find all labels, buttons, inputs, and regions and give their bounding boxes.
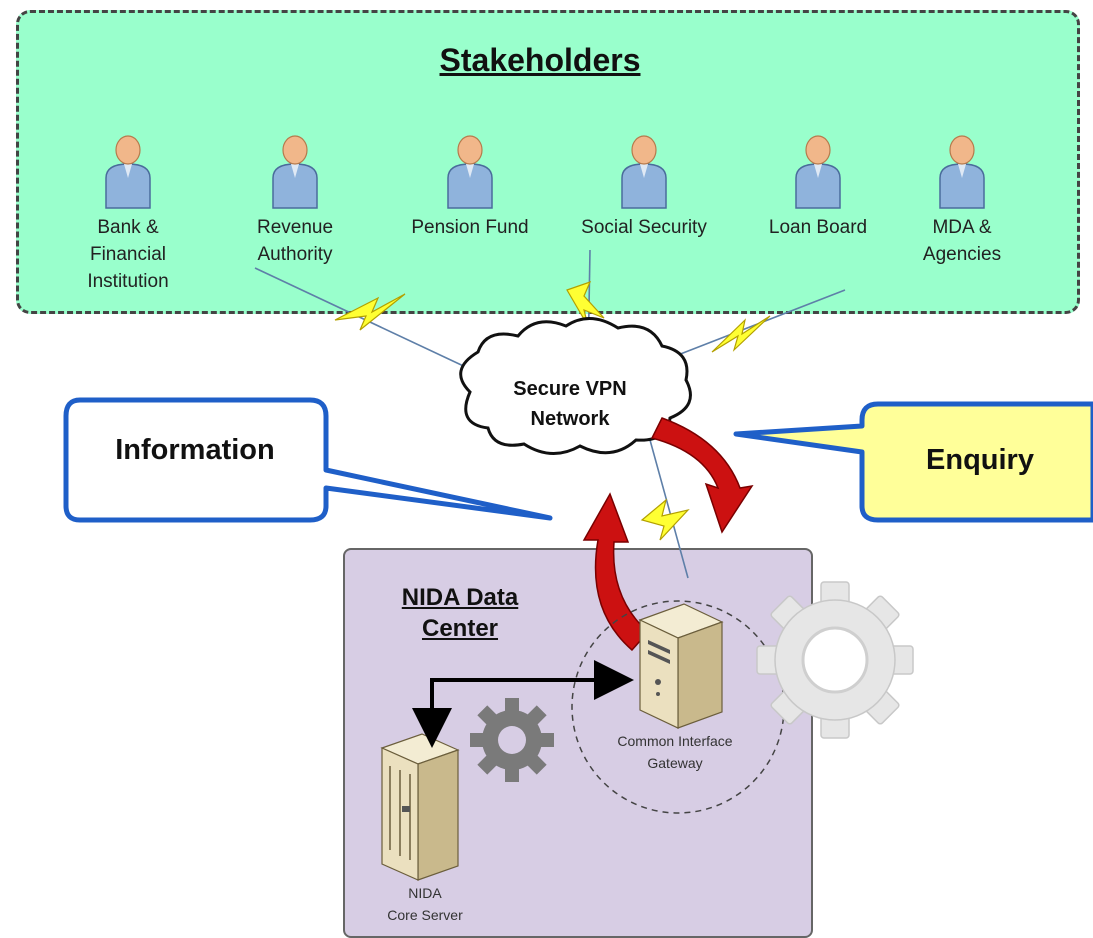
stakeholders-title: Stakeholders <box>439 42 641 78</box>
stakeholder-label-bank: Bank & Financial Institution <box>43 214 213 295</box>
stakeholder-label-social-security: Social Security <box>559 214 729 241</box>
server-icon <box>638 603 724 729</box>
curved-arrow-icon <box>650 417 754 534</box>
lightning-bolt-icon <box>334 293 406 331</box>
information-callout-text: Information <box>115 434 275 466</box>
person-icon <box>272 135 318 209</box>
stakeholder-label-line: Financial <box>89 244 167 265</box>
network-label-line: Secure VPN <box>513 378 627 400</box>
person-icon <box>795 135 841 209</box>
curved-arrow-icon <box>582 492 650 652</box>
person-icon <box>621 135 667 209</box>
core-server-label-line: Core Server <box>387 907 463 923</box>
gear-icon <box>470 698 554 782</box>
server-icon <box>380 733 460 881</box>
data-center-title: NIDA Data Center <box>370 582 550 644</box>
core-server-label: NIDA Core Server <box>355 882 495 926</box>
stakeholder-label-revenue: Revenue Authority <box>210 214 380 268</box>
enquiry-callout-text: Enquiry <box>926 444 1034 476</box>
person-icon <box>447 135 493 209</box>
stakeholder-label-pension: Pension Fund <box>385 214 555 241</box>
stakeholder-label-line: Bank & <box>97 217 159 238</box>
core-server-label-line: NIDA <box>408 885 442 901</box>
gear-icon <box>756 581 914 739</box>
enquiry-callout <box>733 401 1093 523</box>
stakeholder-label-line: Pension Fund <box>411 217 529 238</box>
gateway-label-line: Common Interface <box>617 733 733 749</box>
stakeholder-label-line: Authority <box>257 244 333 265</box>
stakeholder-label-line: Revenue <box>256 217 334 238</box>
stakeholder-label-line: Agencies <box>922 244 1002 265</box>
gateway-label-line: Gateway <box>647 755 703 771</box>
stakeholder-label-line: Institution <box>87 271 169 292</box>
stakeholder-label-loan-board: Loan Board <box>733 214 903 241</box>
person-icon <box>105 135 151 209</box>
stakeholder-label-line: Social Security <box>581 217 707 238</box>
person-icon <box>939 135 985 209</box>
stakeholder-label-line: Loan Board <box>768 217 868 238</box>
data-center-title-line: Center <box>421 615 499 642</box>
stakeholder-label-line: MDA & <box>932 217 992 238</box>
stakeholders-panel <box>16 10 1080 314</box>
gateway-label: Common Interface Gateway <box>585 730 765 774</box>
lightning-bolts <box>334 280 771 541</box>
lightning-bolt-icon <box>711 315 771 353</box>
cloud-icon <box>459 317 692 455</box>
core-gateway-link <box>412 660 634 748</box>
network-label: Secure VPN Network <box>485 374 655 434</box>
data-center-title-line: NIDA Data <box>401 584 519 611</box>
stakeholder-label-mda: MDA & Agencies <box>877 214 1047 268</box>
information-callout <box>63 397 553 523</box>
network-label-line: Network <box>530 408 610 430</box>
lightning-bolt-icon <box>640 498 690 541</box>
